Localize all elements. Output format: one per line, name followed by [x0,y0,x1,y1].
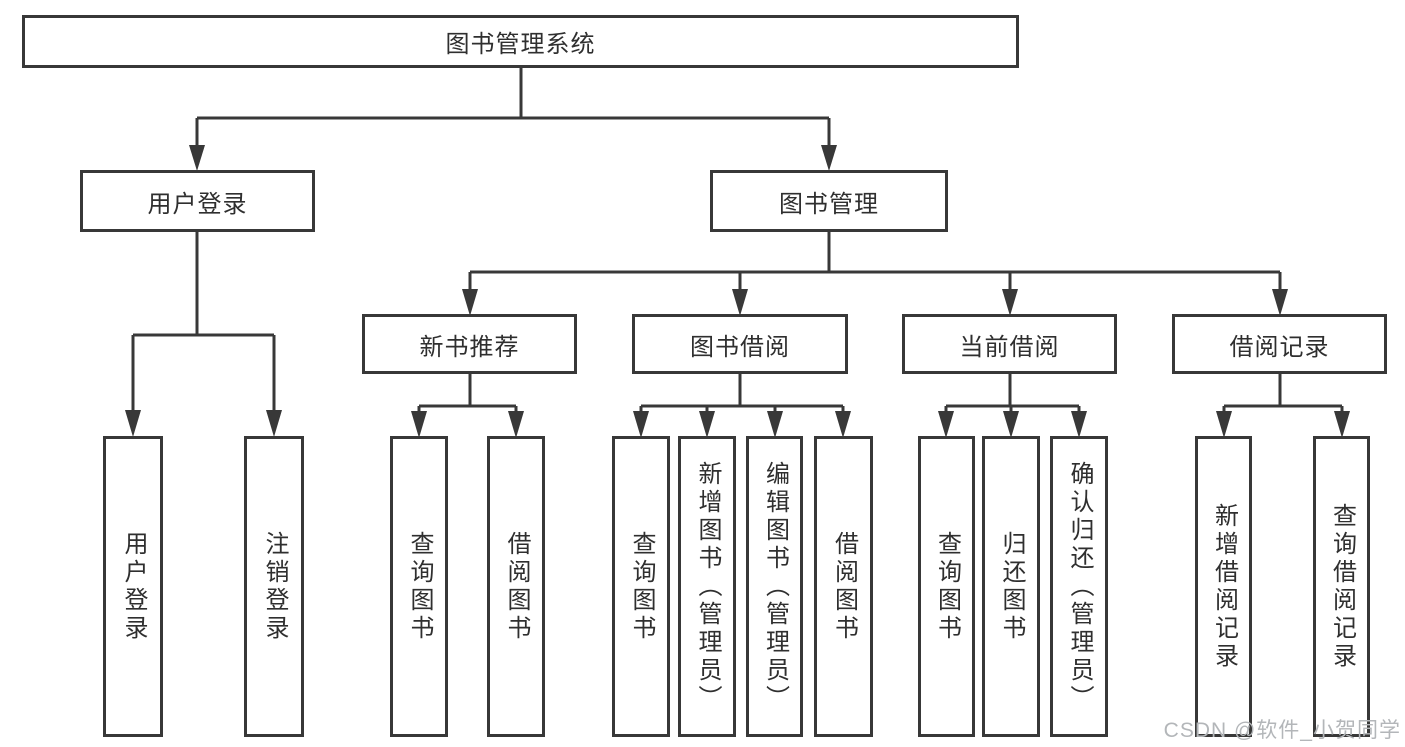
connector-current-children [944,374,1081,414]
leaf-query-books-borrowing-label: 查询图书 [628,530,655,643]
leaf-borrow-books-borrowing: 借阅图书 [814,436,873,737]
arrowheads-records-children [1216,411,1350,438]
connector-root-to-level2 [195,68,831,150]
leaf-query-books-current: 查询图书 [918,436,975,737]
node-current-borrowing-label: 当前借阅 [959,333,1060,361]
arrowheads-level2 [189,145,837,171]
connector-borrowing-children [639,374,845,414]
leaf-return-book-label: 归还图书 [998,530,1025,643]
leaf-borrow-books-recommend: 借阅图书 [487,436,545,737]
node-borrowing-records: 借阅记录 [1172,314,1387,374]
leaf-query-books-current-label: 查询图书 [933,530,961,643]
node-book-management-label: 图书管理 [779,190,879,218]
leaf-query-books-borrowing: 查询图书 [612,436,670,737]
leaf-confirm-return-admin: 确认归还（管理员） [1050,436,1108,737]
node-current-borrowing: 当前借阅 [902,314,1117,374]
leaf-borrow-books-borrowing-label: 借阅图书 [830,530,858,643]
arrowheads-user-login-children [125,410,282,437]
node-new-book-recommend: 新书推荐 [362,314,577,374]
node-book-borrowing: 图书借阅 [632,314,848,374]
connector-book-mgmt-children [468,232,1282,293]
leaf-edit-book-admin-label: 编辑图书（管理员） [761,460,789,713]
leaf-query-books-recommend-label: 查询图书 [406,530,433,643]
leaf-borrow-books-recommend-label: 借阅图书 [503,530,530,643]
leaf-logout-label: 注销登录 [261,530,288,643]
connector-new-rec-children [417,374,518,414]
leaf-user-login-label: 用户登录 [120,530,147,643]
leaf-query-borrow-record-label: 查询借阅记录 [1328,502,1356,671]
leaf-logout: 注销登录 [244,436,304,737]
arrowheads-borrowing-children [633,411,851,438]
leaf-add-book-admin-label: 新增图书（管理员） [694,460,721,713]
connector-user-login-children [131,232,276,414]
node-book-management: 图书管理 [710,170,948,232]
arrowheads-current-children [938,411,1087,438]
node-new-book-recommend-label: 新书推荐 [419,333,520,361]
connector-records-children [1222,374,1344,414]
arrowheads-new-rec-children [411,411,524,438]
leaf-user-login: 用户登录 [103,436,163,737]
csdn-watermark: CSDN @软件_小贺同学 [1163,719,1401,742]
node-borrowing-records-label: 借阅记录 [1229,333,1330,361]
leaf-query-books-recommend: 查询图书 [390,436,448,737]
leaf-add-borrow-record-label: 新增借阅记录 [1210,502,1238,671]
leaf-return-book: 归还图书 [982,436,1040,737]
node-user-login: 用户登录 [80,170,315,232]
leaf-confirm-return-admin-label: 确认归还（管理员） [1066,460,1093,713]
node-book-borrowing-label: 图书借阅 [690,333,790,361]
node-root-label: 图书管理系统 [445,31,596,58]
node-root: 图书管理系统 [22,15,1019,68]
leaf-edit-book-admin: 编辑图书（管理员） [746,436,803,737]
leaf-add-book-admin: 新增图书（管理员） [678,436,736,737]
leaf-add-borrow-record: 新增借阅记录 [1195,436,1252,737]
arrowheads-level3 [462,289,1288,316]
node-user-login-label: 用户登录 [147,190,248,218]
leaf-query-borrow-record: 查询借阅记录 [1313,436,1370,737]
